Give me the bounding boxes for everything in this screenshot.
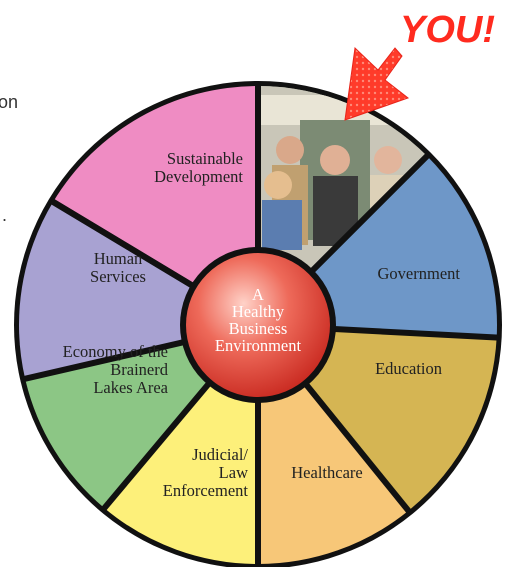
side-text-period: .: [2, 205, 8, 225]
segment-label-government: Government: [378, 264, 461, 283]
you-arrow-icon: [344, 46, 410, 121]
you-callout: YOU!: [400, 9, 495, 51]
segment-label-line: Sustainable: [167, 149, 243, 168]
segment-label-line: Economy of the: [63, 342, 168, 361]
segment-label-line: Healthcare: [291, 463, 362, 482]
segment-sustainable: [53, 86, 258, 325]
center-label-line: A: [252, 285, 264, 304]
segment-label-line: Lakes Area: [93, 378, 168, 397]
segment-label-line: Judicial/: [192, 445, 248, 464]
segment-label-line: Law: [219, 463, 248, 482]
segment-label-education: Education: [375, 359, 442, 378]
center-label-line: Business: [229, 319, 288, 338]
center-label-line: Environment: [215, 336, 302, 355]
segment-label-line: Brainerd: [110, 360, 168, 379]
segment-label-line: Development: [154, 167, 243, 186]
side-text-on: on: [0, 92, 19, 112]
segment-label-line: Education: [375, 359, 442, 378]
segment-label-healthcare: Healthcare: [291, 463, 362, 482]
segment-label-line: Services: [90, 267, 146, 286]
segment-label-line: Enforcement: [163, 481, 249, 500]
center-hub: [186, 253, 330, 397]
center-label-line: Healthy: [232, 302, 285, 321]
segment-label-line: Human: [94, 249, 143, 268]
segment-label-line: Government: [378, 264, 461, 283]
